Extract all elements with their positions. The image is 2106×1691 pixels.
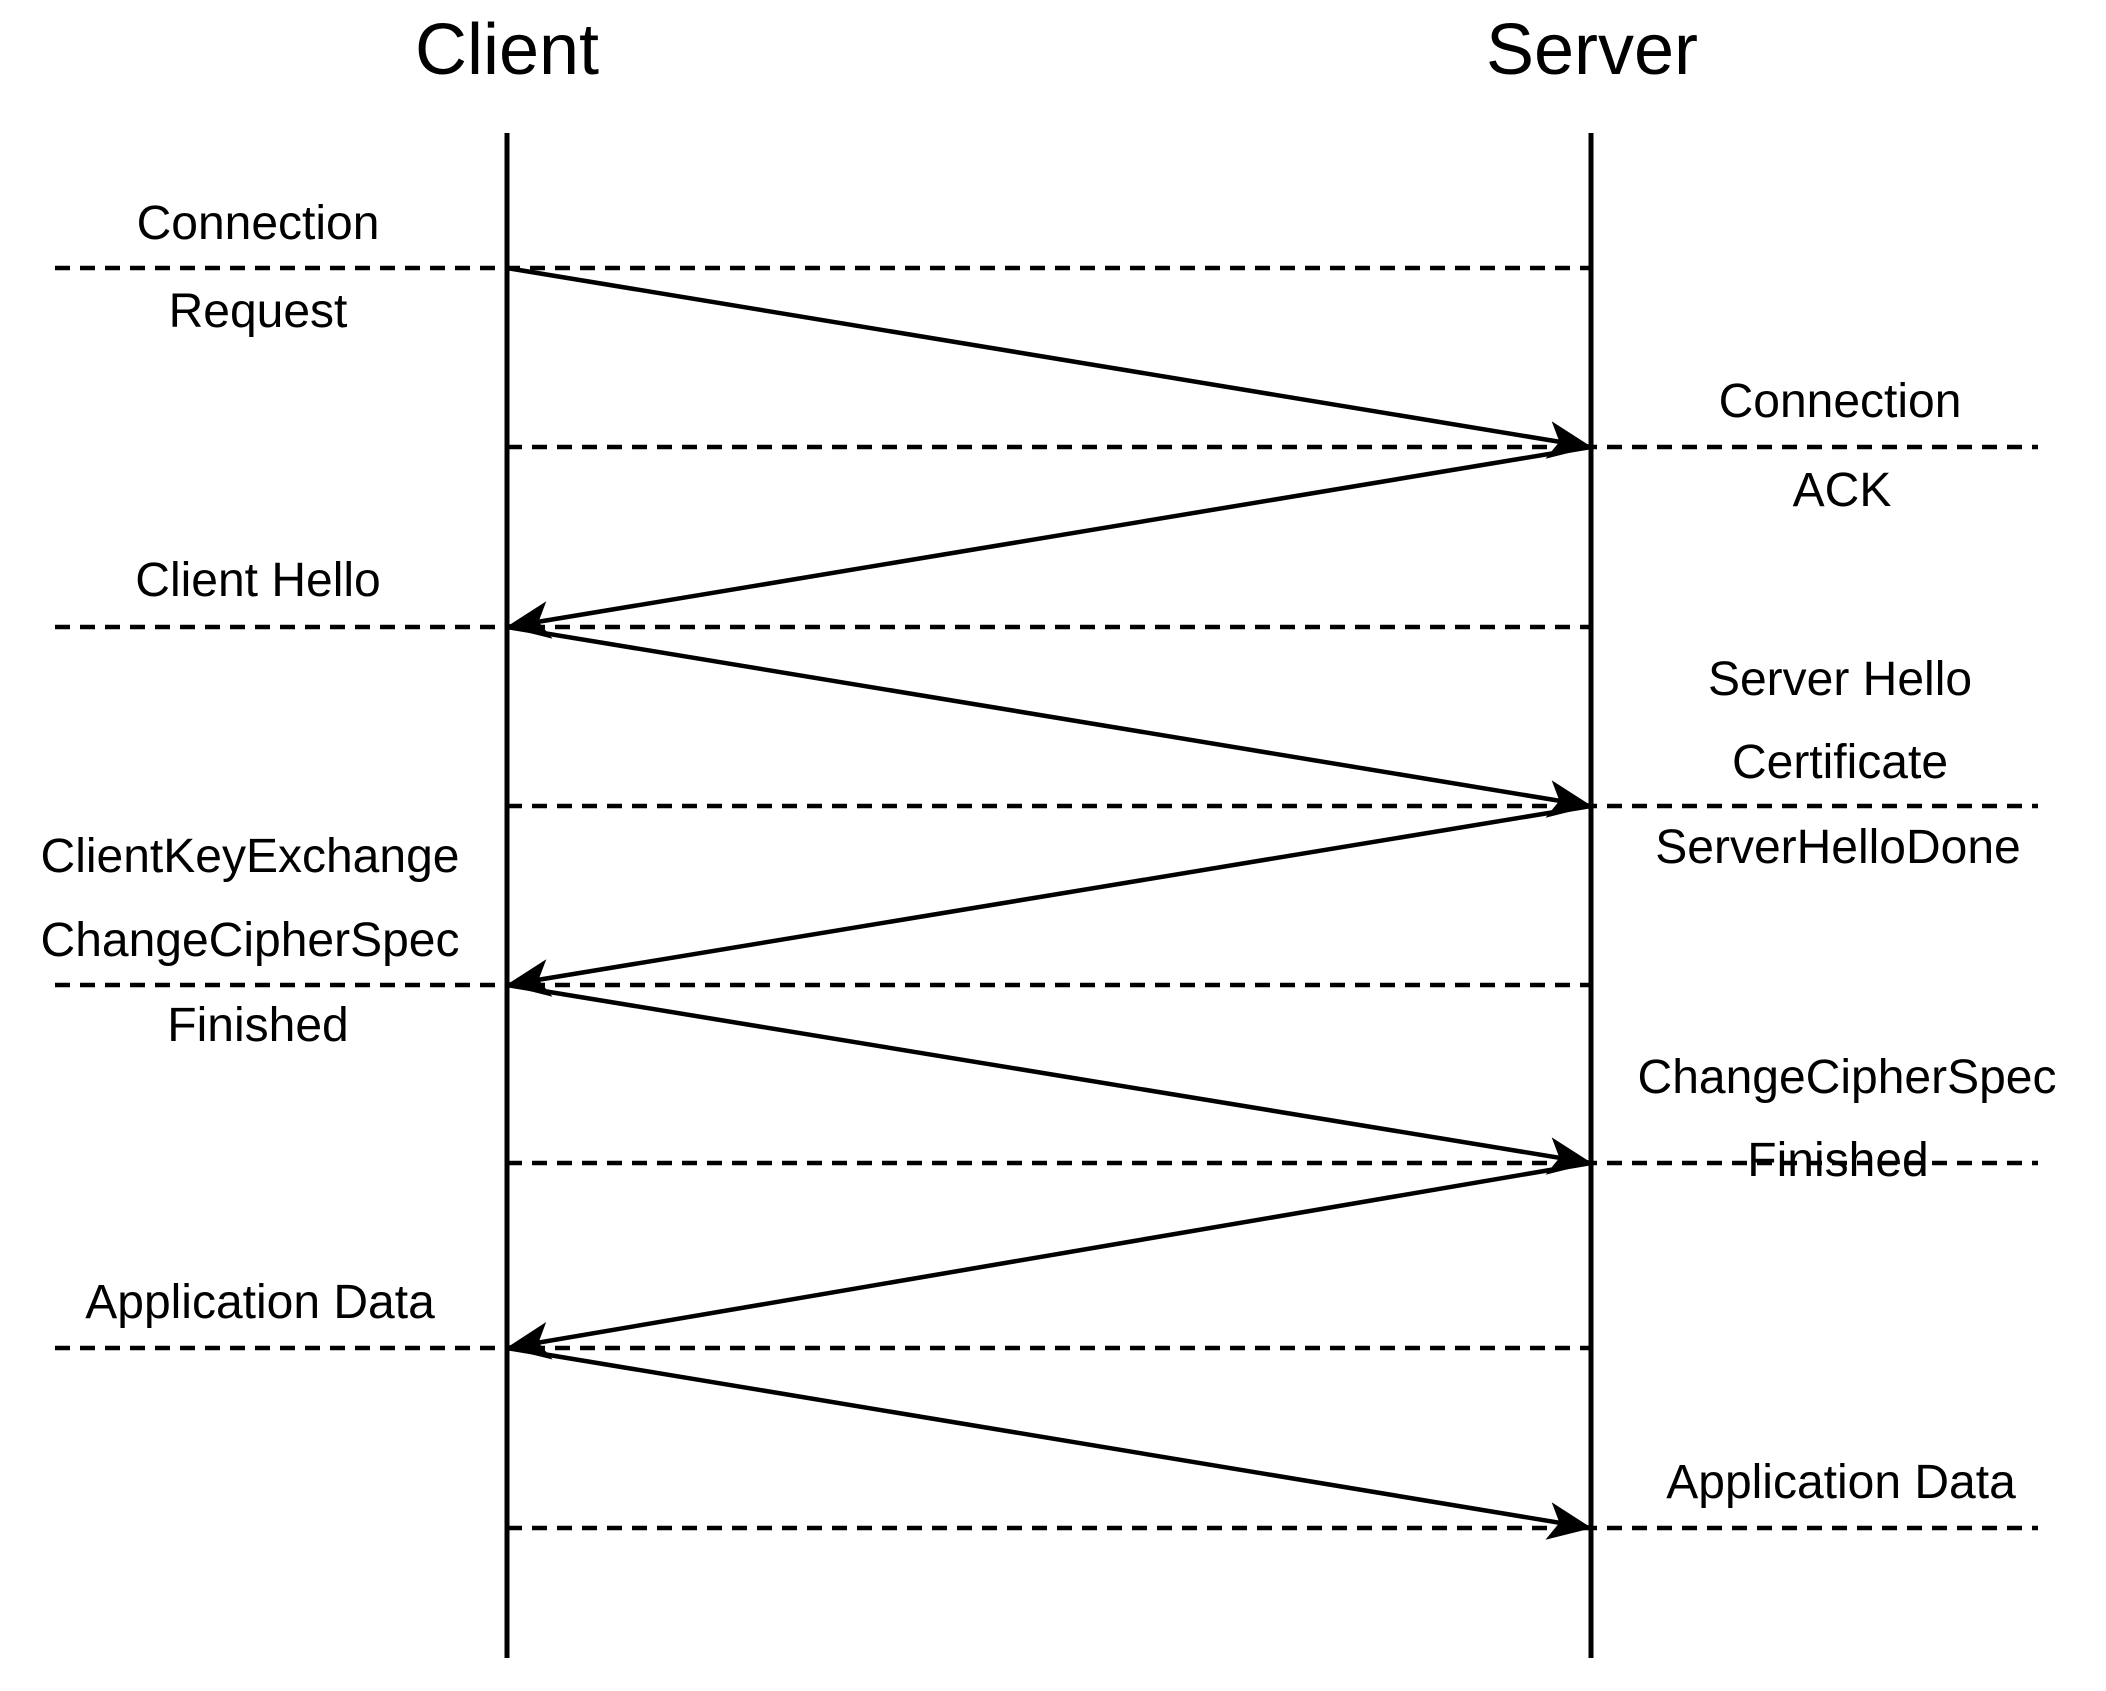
arrow-connection-request	[506, 265, 1592, 459]
message-label: Finished	[167, 999, 349, 1052]
actor-title-client: Client	[414, 10, 600, 90]
message-label: Request	[168, 285, 348, 338]
message-label: Application Data	[1666, 1456, 2016, 1509]
arrow-server-finished	[506, 1160, 1592, 1360]
arrow-client-finished	[506, 982, 1592, 1175]
message-label: Connection	[1718, 375, 1962, 428]
message-label: ACK	[1792, 464, 1892, 517]
message-label: Application Data	[85, 1276, 435, 1329]
actor-title-server: Server	[1485, 10, 1699, 90]
message-label: ChangeCipherSpec	[40, 914, 460, 967]
arrow-client-hello	[506, 624, 1592, 818]
arrow-app-data	[506, 1345, 1592, 1540]
message-label: Connection	[136, 197, 380, 250]
message-label: Server Hello	[1707, 653, 1973, 706]
message-label: ClientKeyExchange	[40, 830, 460, 883]
message-label: Client Hello	[135, 554, 381, 607]
arrow-connection-ack	[506, 444, 1592, 639]
message-label: Certificate	[1731, 736, 1949, 789]
message-label-struck: Finished	[1747, 1134, 1929, 1187]
arrow-server-hello	[506, 803, 1592, 997]
message-label: ChangeCipherSpec	[1637, 1051, 2057, 1104]
message-label: ServerHelloDone	[1655, 821, 2021, 874]
